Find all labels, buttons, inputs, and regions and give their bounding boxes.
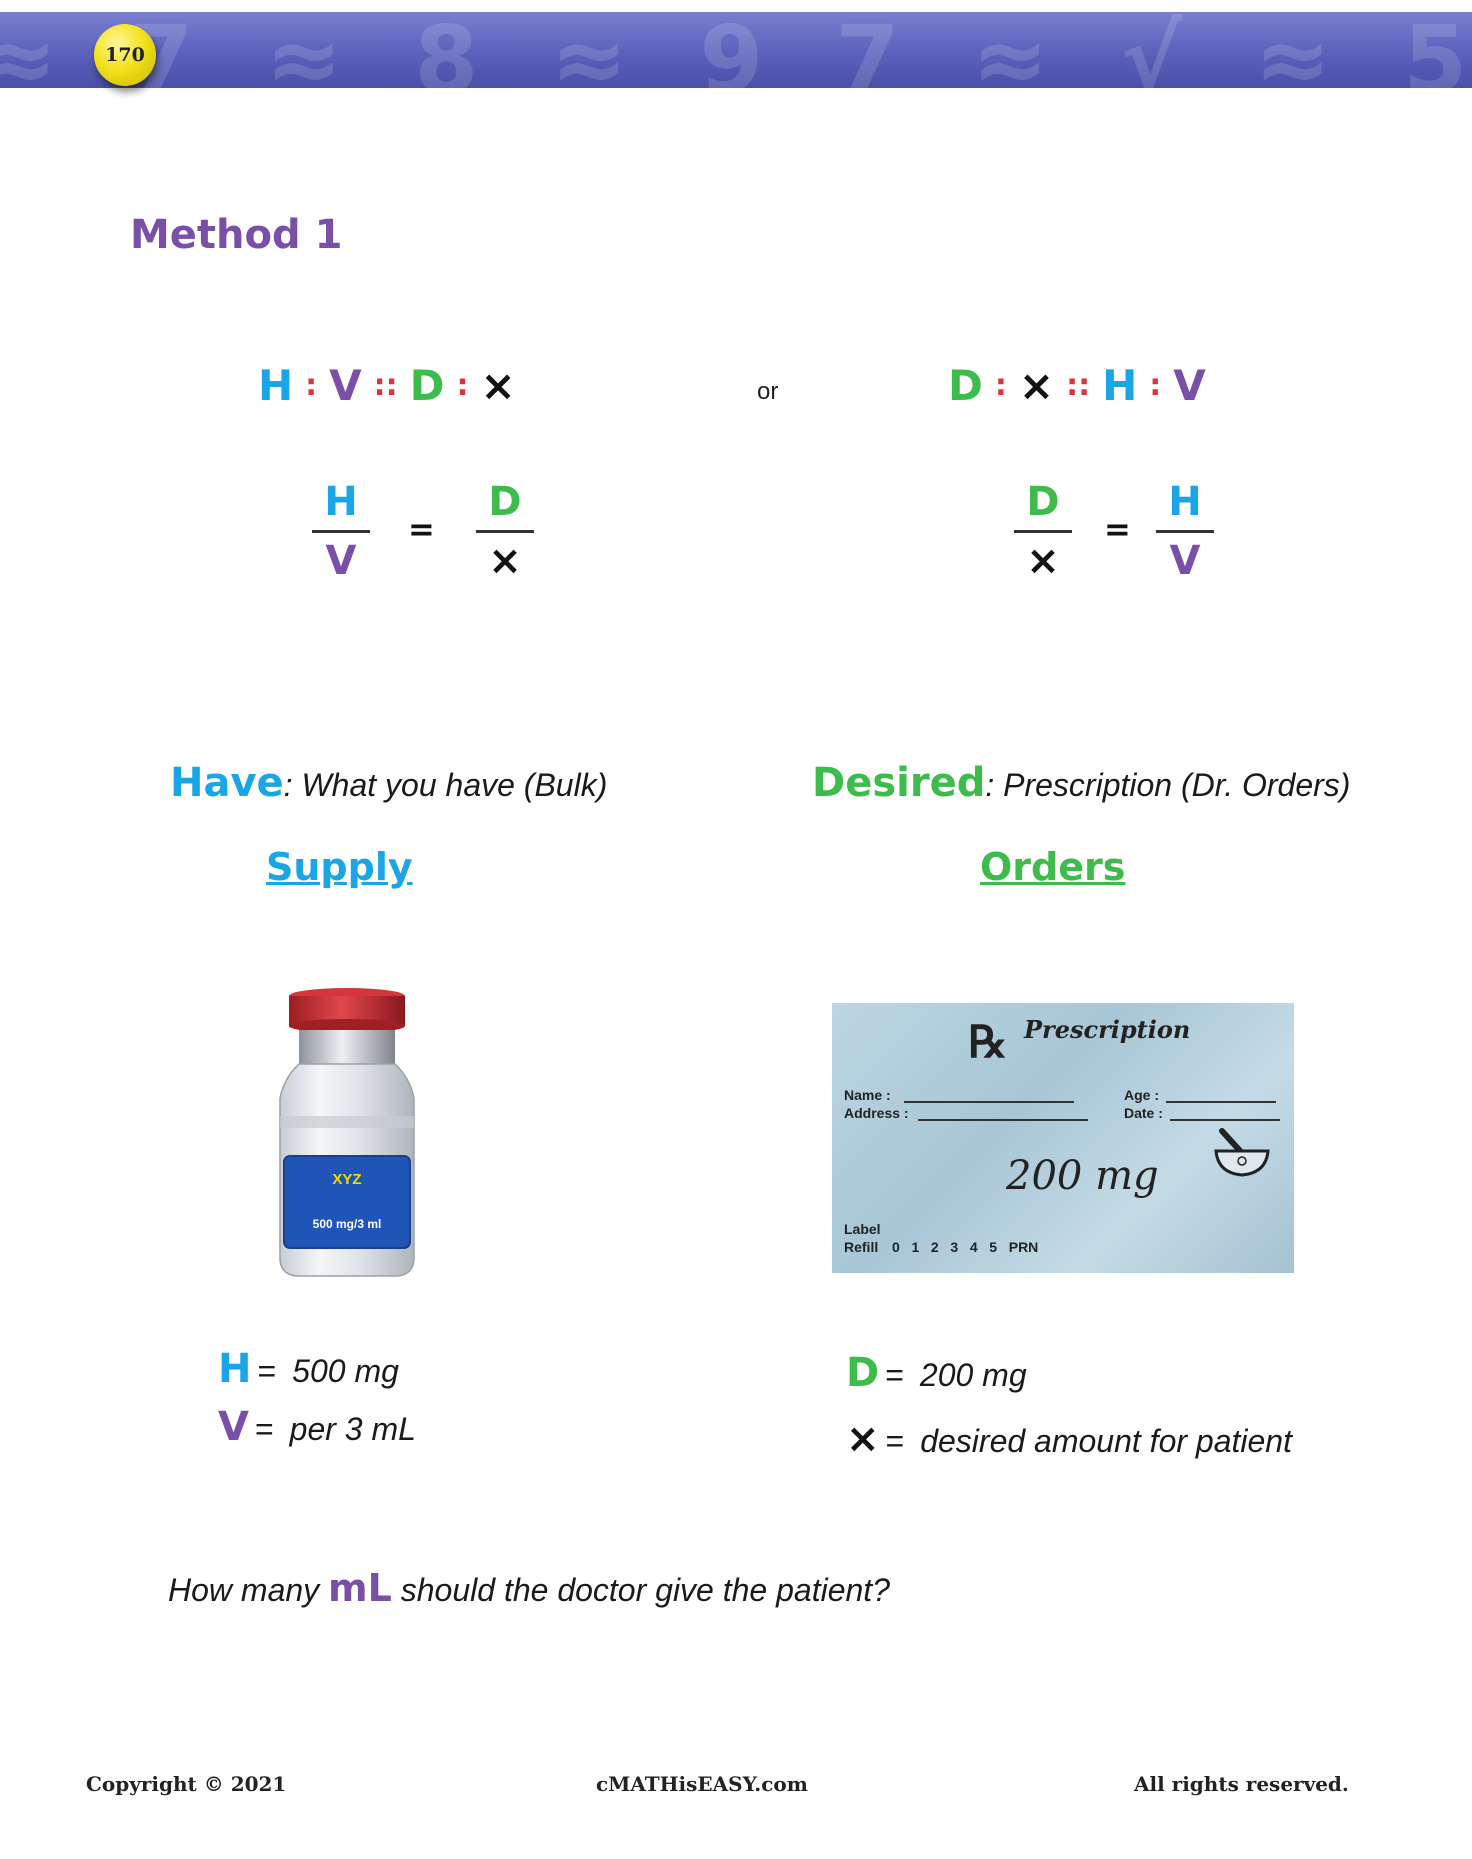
footer-site: cMATHisEASY.com xyxy=(596,1772,808,1796)
have-definition: Have: What you have (Bulk) xyxy=(170,760,607,806)
symbol-x: × xyxy=(1018,360,1055,410)
page-number-badge: 170 xyxy=(94,24,156,86)
footer-copyright: Copyright © 2021 xyxy=(86,1772,287,1796)
variable-x-symbol: × xyxy=(846,1416,880,1462)
symbol-h: H xyxy=(1102,360,1138,410)
fraction-bar xyxy=(1156,530,1214,533)
have-description: : What you have (Bulk) xyxy=(283,767,608,803)
label-label: Label xyxy=(844,1221,881,1237)
symbol-v: V xyxy=(329,360,362,410)
equals-sign: = xyxy=(1104,510,1131,548)
numerator: D xyxy=(1026,479,1060,525)
refill-options: 0 1 2 3 4 5 PRN xyxy=(892,1239,1039,1255)
or-word: or xyxy=(757,378,779,405)
equals-sign: = xyxy=(885,1357,904,1393)
colon: : xyxy=(994,367,1007,403)
question-end: should the doctor give the patient? xyxy=(391,1572,890,1608)
fraction-bar xyxy=(312,530,370,533)
prescription-title: Prescription xyxy=(1024,1015,1191,1044)
vial-strength-text: 500 mg/3 ml xyxy=(313,1217,382,1231)
date-label: Date : xyxy=(1124,1105,1163,1121)
fraction-bar xyxy=(1014,530,1072,533)
orders-label: Orders xyxy=(980,845,1126,889)
colon: : xyxy=(1149,367,1162,403)
variable-h-symbol: H xyxy=(218,1346,252,1392)
symbol-d: D xyxy=(948,360,983,410)
variable-x-row: ×= desired amount for patient xyxy=(846,1416,1292,1462)
desired-word: Desired xyxy=(812,760,986,806)
section-heading: Method 1 xyxy=(130,212,343,258)
supply-label: Supply xyxy=(266,845,413,889)
proportion-left: H : V :: D : × xyxy=(258,360,516,410)
colon: : xyxy=(456,367,469,403)
vial-brand-text: XYZ xyxy=(332,1171,361,1188)
denominator: × xyxy=(488,538,522,584)
equals-sign: = xyxy=(254,1411,274,1447)
variable-h-value: 500 mg xyxy=(292,1353,399,1389)
question-start: How many xyxy=(168,1572,329,1608)
denominator: × xyxy=(1026,538,1060,584)
proportion-right: D : × :: H : V xyxy=(948,360,1206,410)
header-banner: ≈ 7 ≈ 8 ≈ 9 7 ≈ √ ≈ 5 = ≈ xyxy=(0,12,1472,88)
fraction-d-over-x: D × xyxy=(1008,478,1078,585)
denominator: V xyxy=(1169,538,1201,584)
refill-label: Refill xyxy=(844,1239,879,1255)
numerator: H xyxy=(324,479,358,525)
age-label: Age : xyxy=(1124,1087,1159,1103)
age-line xyxy=(1166,1101,1276,1103)
equals-sign: = xyxy=(885,1423,905,1459)
variable-v-value: per 3 mL xyxy=(289,1411,416,1447)
variable-d-row: D= 200 mg xyxy=(846,1350,1027,1396)
denominator: V xyxy=(325,538,357,584)
equals-sign: = xyxy=(257,1353,277,1389)
variable-v-symbol: V xyxy=(218,1404,249,1450)
desired-description: : Prescription (Dr. Orders) xyxy=(985,767,1351,803)
colon: : xyxy=(305,367,318,403)
prescription-card: ℞ Prescription Name : Address : Age : Da… xyxy=(832,1003,1294,1273)
mortar-and-pestle-icon xyxy=(1214,1128,1270,1177)
have-word: Have xyxy=(170,760,284,806)
symbol-d: D xyxy=(409,360,445,410)
desired-definition: Desired: Prescription (Dr. Orders) xyxy=(812,760,1350,806)
variable-d-value: 200 mg xyxy=(919,1357,1027,1393)
symbol-h: H xyxy=(258,360,294,410)
numerator: H xyxy=(1168,479,1202,525)
symbol-v: V xyxy=(1173,360,1206,410)
date-line xyxy=(1170,1119,1280,1121)
banner-decoration: ≈ 7 ≈ 8 ≈ 9 7 ≈ √ ≈ 5 = ≈ xyxy=(0,12,1472,88)
question-text: How many mL should the doctor give the p… xyxy=(168,1566,890,1610)
symbol-x: × xyxy=(480,360,516,410)
numerator: D xyxy=(488,479,522,525)
address-line xyxy=(918,1119,1088,1121)
fraction-bar xyxy=(476,530,534,533)
fraction-h-over-v: H V xyxy=(306,478,376,585)
name-line xyxy=(904,1101,1074,1103)
name-label: Name : xyxy=(844,1087,891,1103)
prescribed-dose: 200 mg xyxy=(1006,1153,1159,1199)
variable-h-row: H= 500 mg xyxy=(218,1346,399,1392)
medicine-vial-image: XYZ 500 mg/3 ml xyxy=(279,988,415,1277)
equals-sign: = xyxy=(408,510,435,548)
address-label: Address : xyxy=(844,1105,909,1121)
footer-rights: All rights reserved. xyxy=(1134,1772,1349,1796)
fraction-d-over-x: D × xyxy=(470,478,540,585)
double-colon: :: xyxy=(373,367,398,403)
fraction-h-over-v: H V xyxy=(1150,478,1220,585)
double-colon: :: xyxy=(1066,367,1091,403)
rx-symbol: ℞ xyxy=(968,1017,1008,1068)
question-unit: mL xyxy=(328,1566,392,1610)
variable-d-symbol: D xyxy=(846,1350,880,1396)
variable-x-value: desired amount for patient xyxy=(920,1423,1292,1459)
variable-v-row: V= per 3 mL xyxy=(218,1404,416,1450)
